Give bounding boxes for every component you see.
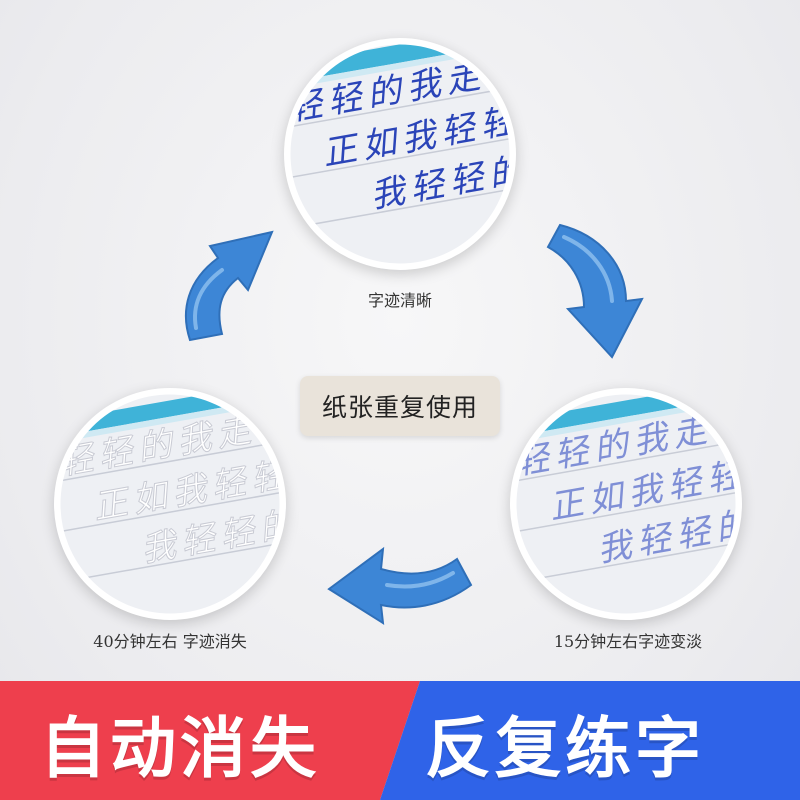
bottom-banner: 自动消失 反复练字: [0, 681, 800, 800]
reuse-badge: 纸张重复使用: [300, 376, 500, 436]
arrow-clockwise-icon: [327, 546, 473, 625]
banner-right-text: 反复练字: [425, 710, 705, 787]
banner-left-text: 自动消失: [40, 710, 320, 787]
caption-clear: 字迹清晰: [367, 291, 432, 310]
arrow-clockwise-icon: [184, 230, 274, 342]
caption-disappeared: 40分钟左右 字迹消失: [93, 632, 247, 651]
sample-disappeared: 轻轻的我走 正如我轻轻 我轻轻的: [54, 388, 286, 620]
sample-clear: 轻轻的我走 正如我轻轻 我轻轻的: [284, 38, 516, 270]
arrow-clockwise-icon: [546, 223, 644, 359]
caption-faded: 15分钟左右字迹变淡: [553, 632, 703, 651]
sample-faded: 轻轻的我走 正如我轻轻 我轻轻的: [510, 388, 742, 620]
